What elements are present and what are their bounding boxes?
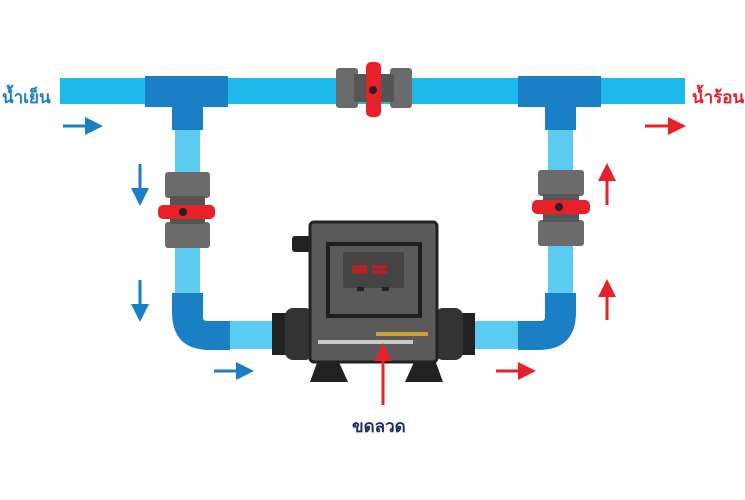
right-elbow <box>518 293 576 350</box>
heating-coil <box>318 340 413 344</box>
heater-inlet-pipe <box>230 321 275 349</box>
cold-valve[interactable] <box>158 172 215 248</box>
heater-outlet-pipe <box>470 321 518 349</box>
bypass-valve[interactable] <box>336 62 412 117</box>
left-tee <box>145 76 228 130</box>
hot-water-label: น้ำร้อน <box>692 88 745 108</box>
electric-heater <box>272 220 475 382</box>
coil-label: ขดลวด <box>352 417 406 437</box>
hot-valve[interactable] <box>532 170 590 246</box>
cold-water-label: น้ำเย็น <box>2 88 51 108</box>
cold-flow-arrows <box>63 117 254 380</box>
left-elbow <box>172 293 230 350</box>
hot-flow-arrows <box>374 117 686 405</box>
right-tee <box>518 76 601 130</box>
